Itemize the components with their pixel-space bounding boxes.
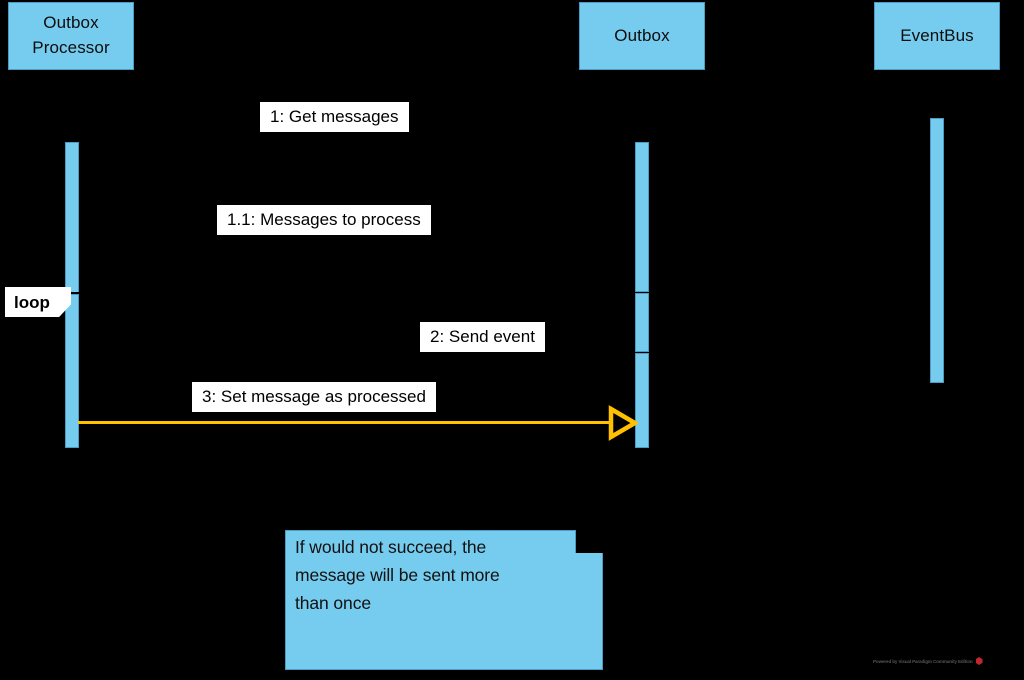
activation-outbox-processor-lower [65,294,79,448]
message-label-2-text: 2: Send event [430,327,535,346]
note-text: If would not succeed, the message will be… [295,533,595,617]
message-arrow-3-head [608,405,640,441]
participant-eventbus[interactable]: EventBus [874,2,1000,70]
participant-outbox[interactable]: Outbox [579,2,705,70]
participant-outbox-label: Outbox [614,25,670,45]
activation-outbox-1 [635,142,649,292]
message-arrow-3-shaft [78,421,612,424]
loop-fragment-label-text: loop [14,293,50,312]
message-label-3[interactable]: 3: Set message as processed [192,382,436,412]
participant-outbox-processor-line1: Outbox [43,13,99,33]
activation-outbox-2 [635,293,649,352]
activation-eventbus [930,118,944,383]
message-label-1-1-text: 1.1: Messages to process [227,210,421,229]
message-label-1-1[interactable]: 1.1: Messages to process [217,205,431,235]
watermark-text: Powered by Visual Paradigm Community Edi… [873,658,973,664]
note-box-seam [286,548,575,558]
visual-paradigm-logo-icon [975,657,983,665]
activation-outbox-3 [635,353,649,448]
activation-outbox-processor-upper [65,142,79,293]
message-label-2[interactable]: 2: Send event [420,322,545,352]
note-text-line1: If would not succeed, the [295,537,487,557]
watermark: Powered by Visual Paradigm Community Edi… [873,657,983,665]
message-label-1[interactable]: 1: Get messages [260,102,409,132]
participant-eventbus-label: EventBus [900,25,974,45]
message-label-1-text: 1: Get messages [270,107,399,126]
note-text-line2: message will be sent more [295,565,500,585]
participant-outbox-processor-line2: Processor [32,38,110,57]
loop-fragment-label[interactable]: loop [5,287,71,317]
note-box-lower [285,553,603,670]
note-text-line3: than once [295,593,371,613]
message-label-3-text: 3: Set message as processed [202,387,426,406]
